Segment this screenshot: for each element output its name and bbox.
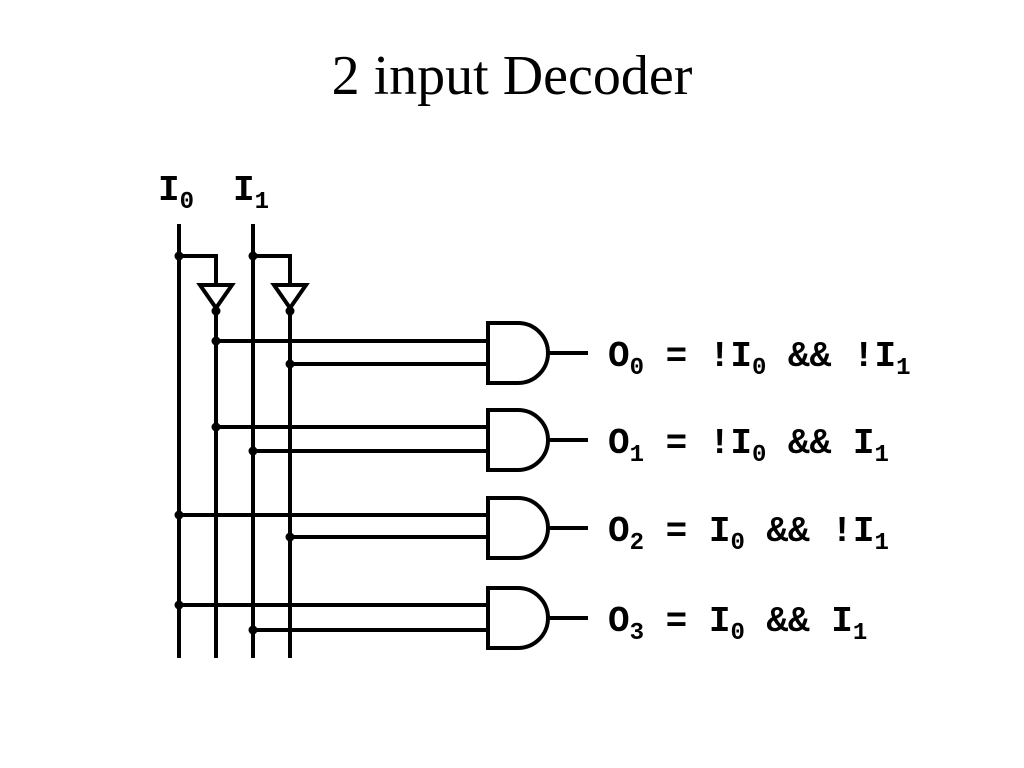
subscript: 3 (630, 620, 644, 647)
junction-dot (285, 359, 295, 369)
equation-text: = I (644, 511, 730, 552)
subscript: 0 (752, 355, 766, 382)
subscript: 1 (630, 442, 644, 469)
subscript: 0 (730, 530, 744, 557)
and-gate-0 (486, 321, 550, 385)
equation-text: O (608, 336, 630, 377)
subscript: 0 (630, 355, 644, 382)
subscript: 0 (730, 620, 744, 647)
junction-dot (248, 625, 258, 635)
subscript: 1 (896, 355, 910, 382)
subscript: 2 (630, 530, 644, 557)
equation-text: && !I (745, 511, 875, 552)
equation-text: = !I (644, 336, 752, 377)
subscript: 1 (874, 530, 888, 557)
output-equation-2: O2 = I0 && !I1 (608, 511, 889, 557)
junction-dot (174, 510, 184, 520)
subscript: 1 (853, 620, 867, 647)
page-title: 2 input Decoder (331, 45, 693, 107)
equation-text: O (608, 511, 630, 552)
junction-dot (174, 251, 184, 261)
tap-i1-inverter (253, 254, 292, 285)
subscript: 1 (874, 442, 888, 469)
junction-dot (211, 422, 221, 432)
and-gate-2 (486, 496, 550, 560)
junction-dot (248, 251, 258, 261)
junction-dot (285, 306, 295, 316)
inverter-i1 (270, 283, 310, 312)
output-equation-1: O1 = !I0 && I1 (608, 423, 889, 469)
output-equation-3: O3 = I0 && I1 (608, 601, 867, 647)
subscript: 0 (752, 442, 766, 469)
junction-dot (248, 446, 258, 456)
junction-dot (285, 532, 295, 542)
output-equation-0: O0 = !I0 && !I1 (608, 336, 910, 382)
equation-text: O (608, 601, 630, 642)
equation-text: && !I (766, 336, 896, 377)
input-label-i0: I0 (158, 170, 194, 216)
and-gate-1 (486, 408, 550, 472)
junction-dot (211, 336, 221, 346)
equation-text: O (608, 423, 630, 464)
equation-text: = I (644, 601, 730, 642)
equation-text: = !I (644, 423, 752, 464)
inverter-i0 (196, 283, 236, 312)
tap-i0-inverter (179, 254, 218, 285)
equation-text: && I (766, 423, 874, 464)
junction-dot (174, 600, 184, 610)
and-gate-3 (486, 586, 550, 650)
equation-text: && I (745, 601, 853, 642)
junction-dot (211, 306, 221, 316)
input-label-i1: I1 (233, 170, 269, 216)
